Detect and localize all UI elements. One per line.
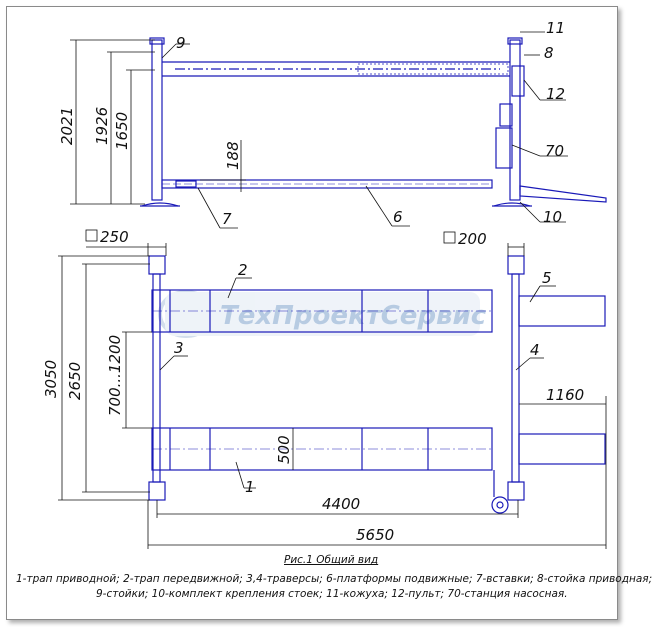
label-5: 5 — [542, 269, 552, 287]
label-12: 12 — [546, 85, 565, 103]
dim-5650: 5650 — [356, 526, 394, 544]
label-8: 8 — [544, 44, 554, 62]
traverse-right — [511, 273, 520, 483]
label-6: 6 — [393, 208, 403, 226]
traverse-left — [152, 273, 161, 483]
dim-2650: 2650 — [66, 362, 84, 400]
ramp-lower — [518, 433, 606, 465]
plan-dimensions — [58, 229, 607, 549]
caption-line-2: 9-стойки; 10-комплект крепления стоек; 1… — [96, 588, 568, 600]
dim-250: 250 — [100, 228, 129, 246]
lift-drawing: 2021 1926 1650 188 9 7 6 11 8 12 70 10 Т… — [42, 19, 607, 549]
dim-200: 200 — [458, 230, 487, 248]
figure-title: Рис.1 Общий вид — [284, 554, 379, 566]
dim-1926: 1926 — [93, 107, 111, 145]
label-9: 9 — [176, 34, 186, 52]
label-1: 1 — [245, 478, 255, 496]
control-panel-box — [511, 65, 525, 97]
left-column — [151, 39, 163, 201]
label-70: 70 — [545, 142, 564, 160]
label-4: 4 — [530, 341, 540, 359]
label-2: 2 — [238, 261, 248, 279]
post-bottom-left — [148, 481, 166, 501]
side-dimensions — [70, 31, 568, 229]
dim-2021: 2021 — [58, 107, 76, 145]
pump-station — [495, 127, 513, 169]
label-3: 3 — [174, 339, 184, 357]
label-11: 11 — [546, 19, 565, 37]
label-10: 10 — [543, 208, 562, 226]
post-bottom-right — [507, 481, 525, 501]
dim-700-1200: 700...1200 — [106, 335, 124, 416]
post-top-left — [148, 255, 166, 275]
caption-line-1: 1-трап приводной; 2-трап передвижной; 3,… — [16, 573, 652, 585]
drawing-frame — [6, 6, 618, 620]
dim-1160: 1160 — [546, 386, 584, 404]
ramp-upper — [518, 295, 606, 327]
dim-3050: 3050 — [42, 360, 60, 398]
label-7: 7 — [222, 210, 232, 228]
dim-4400: 4400 — [322, 495, 360, 513]
pump-circle — [491, 496, 509, 514]
ramp-side — [519, 185, 607, 203]
dim-500: 500 — [275, 435, 293, 464]
post-top-right — [507, 255, 525, 275]
dim-1650: 1650 — [113, 112, 131, 150]
dim-188: 188 — [224, 141, 242, 170]
side-view — [140, 37, 607, 207]
watermark-text: ТехПроектСервис — [220, 301, 487, 331]
